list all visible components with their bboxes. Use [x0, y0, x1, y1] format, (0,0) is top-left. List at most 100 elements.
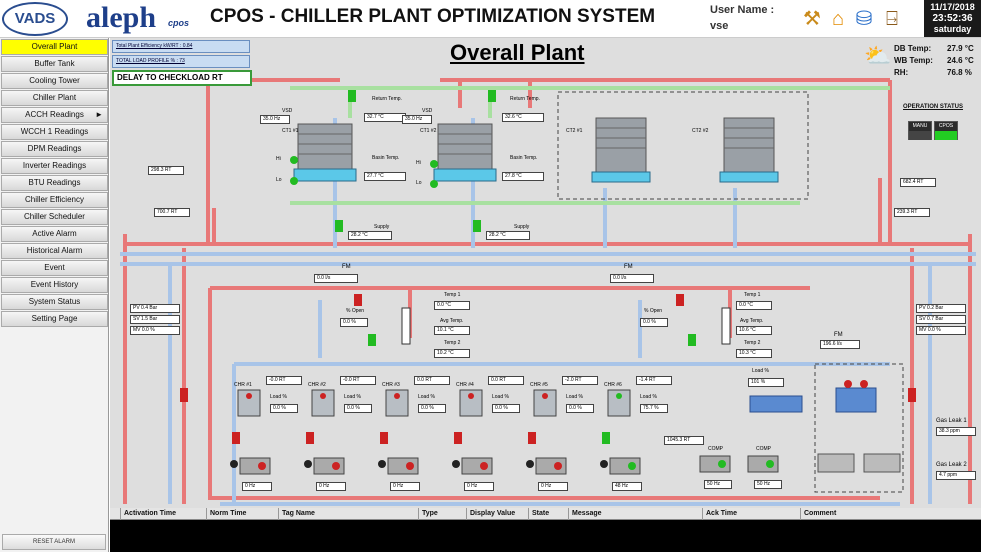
ach-evaporator[interactable] — [749, 395, 803, 413]
chiller-unit-3[interactable] — [378, 389, 419, 475]
loop2-control-valve[interactable] — [676, 294, 684, 306]
manual-mode-button[interactable]: MANU — [908, 121, 932, 140]
exit-door-icon[interactable]: ⍈ — [886, 8, 898, 30]
ct1-vsd-value: 35.0 Hz — [260, 115, 290, 124]
sidebar-item-wcch-1-readings[interactable]: WCCH 1 Readings — [1, 124, 108, 140]
alarm-table-header: Activation Time Norm Time Tag Name Type Disp… — [110, 508, 981, 520]
chiller-units — [230, 389, 641, 475]
left-bypass-valve[interactable] — [180, 388, 188, 402]
sidebar-item-buffer-tank[interactable]: Buffer Tank — [1, 56, 108, 72]
sidebar-item-chiller-plant[interactable]: Chiller Plant — [1, 90, 108, 106]
alarm-col-display-value[interactable]: Display Value — [466, 508, 515, 520]
chiller-unit-6[interactable] — [600, 389, 641, 475]
piping-diagram — [120, 78, 976, 506]
reset-alarm-button[interactable]: RESET ALARM — [2, 534, 106, 550]
alarm-col-message[interactable]: Message — [568, 508, 602, 520]
total-efficiency-box[interactable]: Total Plant Efficiency kW/RT : 0.84 — [112, 40, 250, 53]
ct1-hi-level-indicator — [290, 156, 298, 164]
alarm-col-norm-time[interactable]: Norm Time — [206, 508, 246, 520]
alarm-col-tag-name[interactable]: Tag Name — [278, 508, 315, 520]
ach-pump-1[interactable] — [699, 455, 731, 473]
chiller-5-hz: 0 Hz — [538, 482, 568, 491]
chiller-1-rt: -0.0 RT — [266, 376, 302, 385]
sidebar-item-label: Chiller Scheduler — [24, 212, 85, 221]
chiller-unit-5[interactable] — [526, 389, 567, 475]
sidebar-item-event[interactable]: Event — [1, 260, 108, 276]
ach-pump-2[interactable] — [747, 455, 779, 473]
sidebar-item-label: Overall Plant — [31, 42, 78, 51]
ct2-return-valve[interactable] — [488, 90, 496, 102]
alarm-col-comment[interactable]: Comment — [800, 508, 836, 520]
right-mid-flow: 239.3 RT — [894, 208, 930, 217]
app-title: CPOS - CHILLER PLANT OPTIMIZATION SYSTEM — [210, 6, 656, 27]
ct2-supply-valve[interactable] — [473, 220, 481, 232]
chiller-1-load-label: Load % — [270, 394, 287, 400]
chiller-6-rt: -1.4 RT — [636, 376, 672, 385]
cooling-tower-1[interactable] — [293, 123, 357, 182]
alarm-col-type[interactable]: Type — [418, 508, 438, 520]
sidebar-item-label: Chiller Plant — [32, 93, 77, 102]
sidebar-item-active-alarm[interactable]: Active Alarm — [1, 226, 108, 242]
cpos-mode-button[interactable]: CPOS — [934, 121, 958, 140]
loop1-avg-label: Avg Temp. — [440, 318, 464, 324]
sidebar-item-inverter-readings[interactable]: Inverter Readings — [1, 158, 108, 174]
page-title: Overall Plant — [450, 40, 585, 65]
ach-load-value: 101 % — [748, 378, 784, 387]
ct2-basin-value: 27.8 °C — [502, 172, 544, 181]
ct1-return-value: 32.7 °C — [364, 113, 406, 122]
alarm-table: Activation Time Norm Time Tag Name Type Disp… — [110, 508, 981, 552]
gas-leak-2-label: Gas Leak 2 — [936, 462, 967, 468]
network-icon[interactable]: ⛁ — [855, 8, 873, 30]
sidebar-item-label: WCCH 1 Readings — [20, 127, 89, 136]
sidebar-item-acch-readings[interactable]: ACCH Readings► — [1, 107, 108, 123]
ct2-return-label: Return Temp. — [510, 96, 540, 102]
chiller-unit-4[interactable] — [452, 389, 493, 475]
chiller-1-load-value: 0.0 % — [270, 404, 298, 413]
total-load-box[interactable]: TOTAL LOAD PROFILE % : 73 — [112, 55, 250, 68]
clock-date: 11/17/2018 — [930, 2, 975, 12]
sidebar-item-setting-page[interactable]: Setting Page — [1, 311, 108, 327]
cooling-tower-3[interactable] — [591, 117, 651, 183]
sidebar-item-chiller-efficiency[interactable]: Chiller Efficiency — [1, 192, 108, 208]
sidebar-item-overall-plant[interactable]: Overall Plant — [1, 39, 108, 55]
chiller-2-id: CHR #2 — [308, 382, 326, 388]
sidebar-item-event-history[interactable]: Event History — [1, 277, 108, 293]
right-bypass-valve[interactable] — [908, 388, 916, 402]
ct1-supply-valve[interactable] — [335, 220, 343, 232]
sidebar-item-chiller-scheduler[interactable]: Chiller Scheduler — [1, 209, 108, 225]
chiller-unit-2[interactable] — [304, 389, 345, 475]
sidebar-item-historical-alarm[interactable]: Historical Alarm — [1, 243, 108, 259]
ct2-supply-value: 28.2 °C — [486, 231, 530, 240]
chiller-4-id: CHR #4 — [456, 382, 474, 388]
left-top-flow: 298.3 RT — [148, 166, 184, 175]
ct2-id: CT1 #2 — [420, 128, 437, 134]
weather-panel: ⛅ DB Temp:27.9 °C WB Temp:24.6 °C RH:76.… — [862, 40, 981, 86]
sidebar-item-cooling-tower[interactable]: Cooling Tower — [1, 73, 108, 89]
loop2-open-label: % Open — [644, 308, 663, 314]
loop2-valve[interactable] — [688, 334, 696, 346]
loop2-temp2-label: Temp 2 — [744, 340, 761, 346]
loop1-avg-value: 10.1 °C — [434, 326, 470, 335]
sidebar-item-label: Event — [44, 263, 65, 272]
alarm-col-activation-time[interactable]: Activation Time — [120, 508, 176, 520]
sidebar-item-btu-readings[interactable]: BTU Readings — [1, 175, 108, 191]
sidebar-item-label: Cooling Tower — [29, 76, 80, 85]
sidebar-item-dpm-readings[interactable]: DPM Readings — [1, 141, 108, 157]
ct1-return-valve[interactable] — [348, 90, 356, 102]
loop1-valve[interactable] — [368, 334, 376, 346]
loop2-open-value: 0.0 % — [640, 318, 668, 327]
cooling-tower-2[interactable] — [433, 123, 497, 182]
condenser-water-pipes — [290, 86, 890, 205]
loop1-open-label: % Open — [346, 308, 365, 314]
alarm-col-state[interactable]: State — [528, 508, 549, 520]
chiller-1-hz: 0 Hz — [242, 482, 272, 491]
tools-icon[interactable]: ⚒ — [803, 8, 821, 30]
sidebar-item-system-status[interactable]: System Status — [1, 294, 108, 310]
loop1-control-valve[interactable] — [354, 294, 362, 306]
chiller-unit-1[interactable] — [230, 389, 271, 475]
alarm-col-ack-time[interactable]: Ack Time — [702, 508, 737, 520]
air-cooled-chiller[interactable] — [817, 380, 901, 473]
cooling-tower-4[interactable] — [719, 117, 779, 183]
home-icon[interactable]: ⌂ — [831, 8, 845, 30]
